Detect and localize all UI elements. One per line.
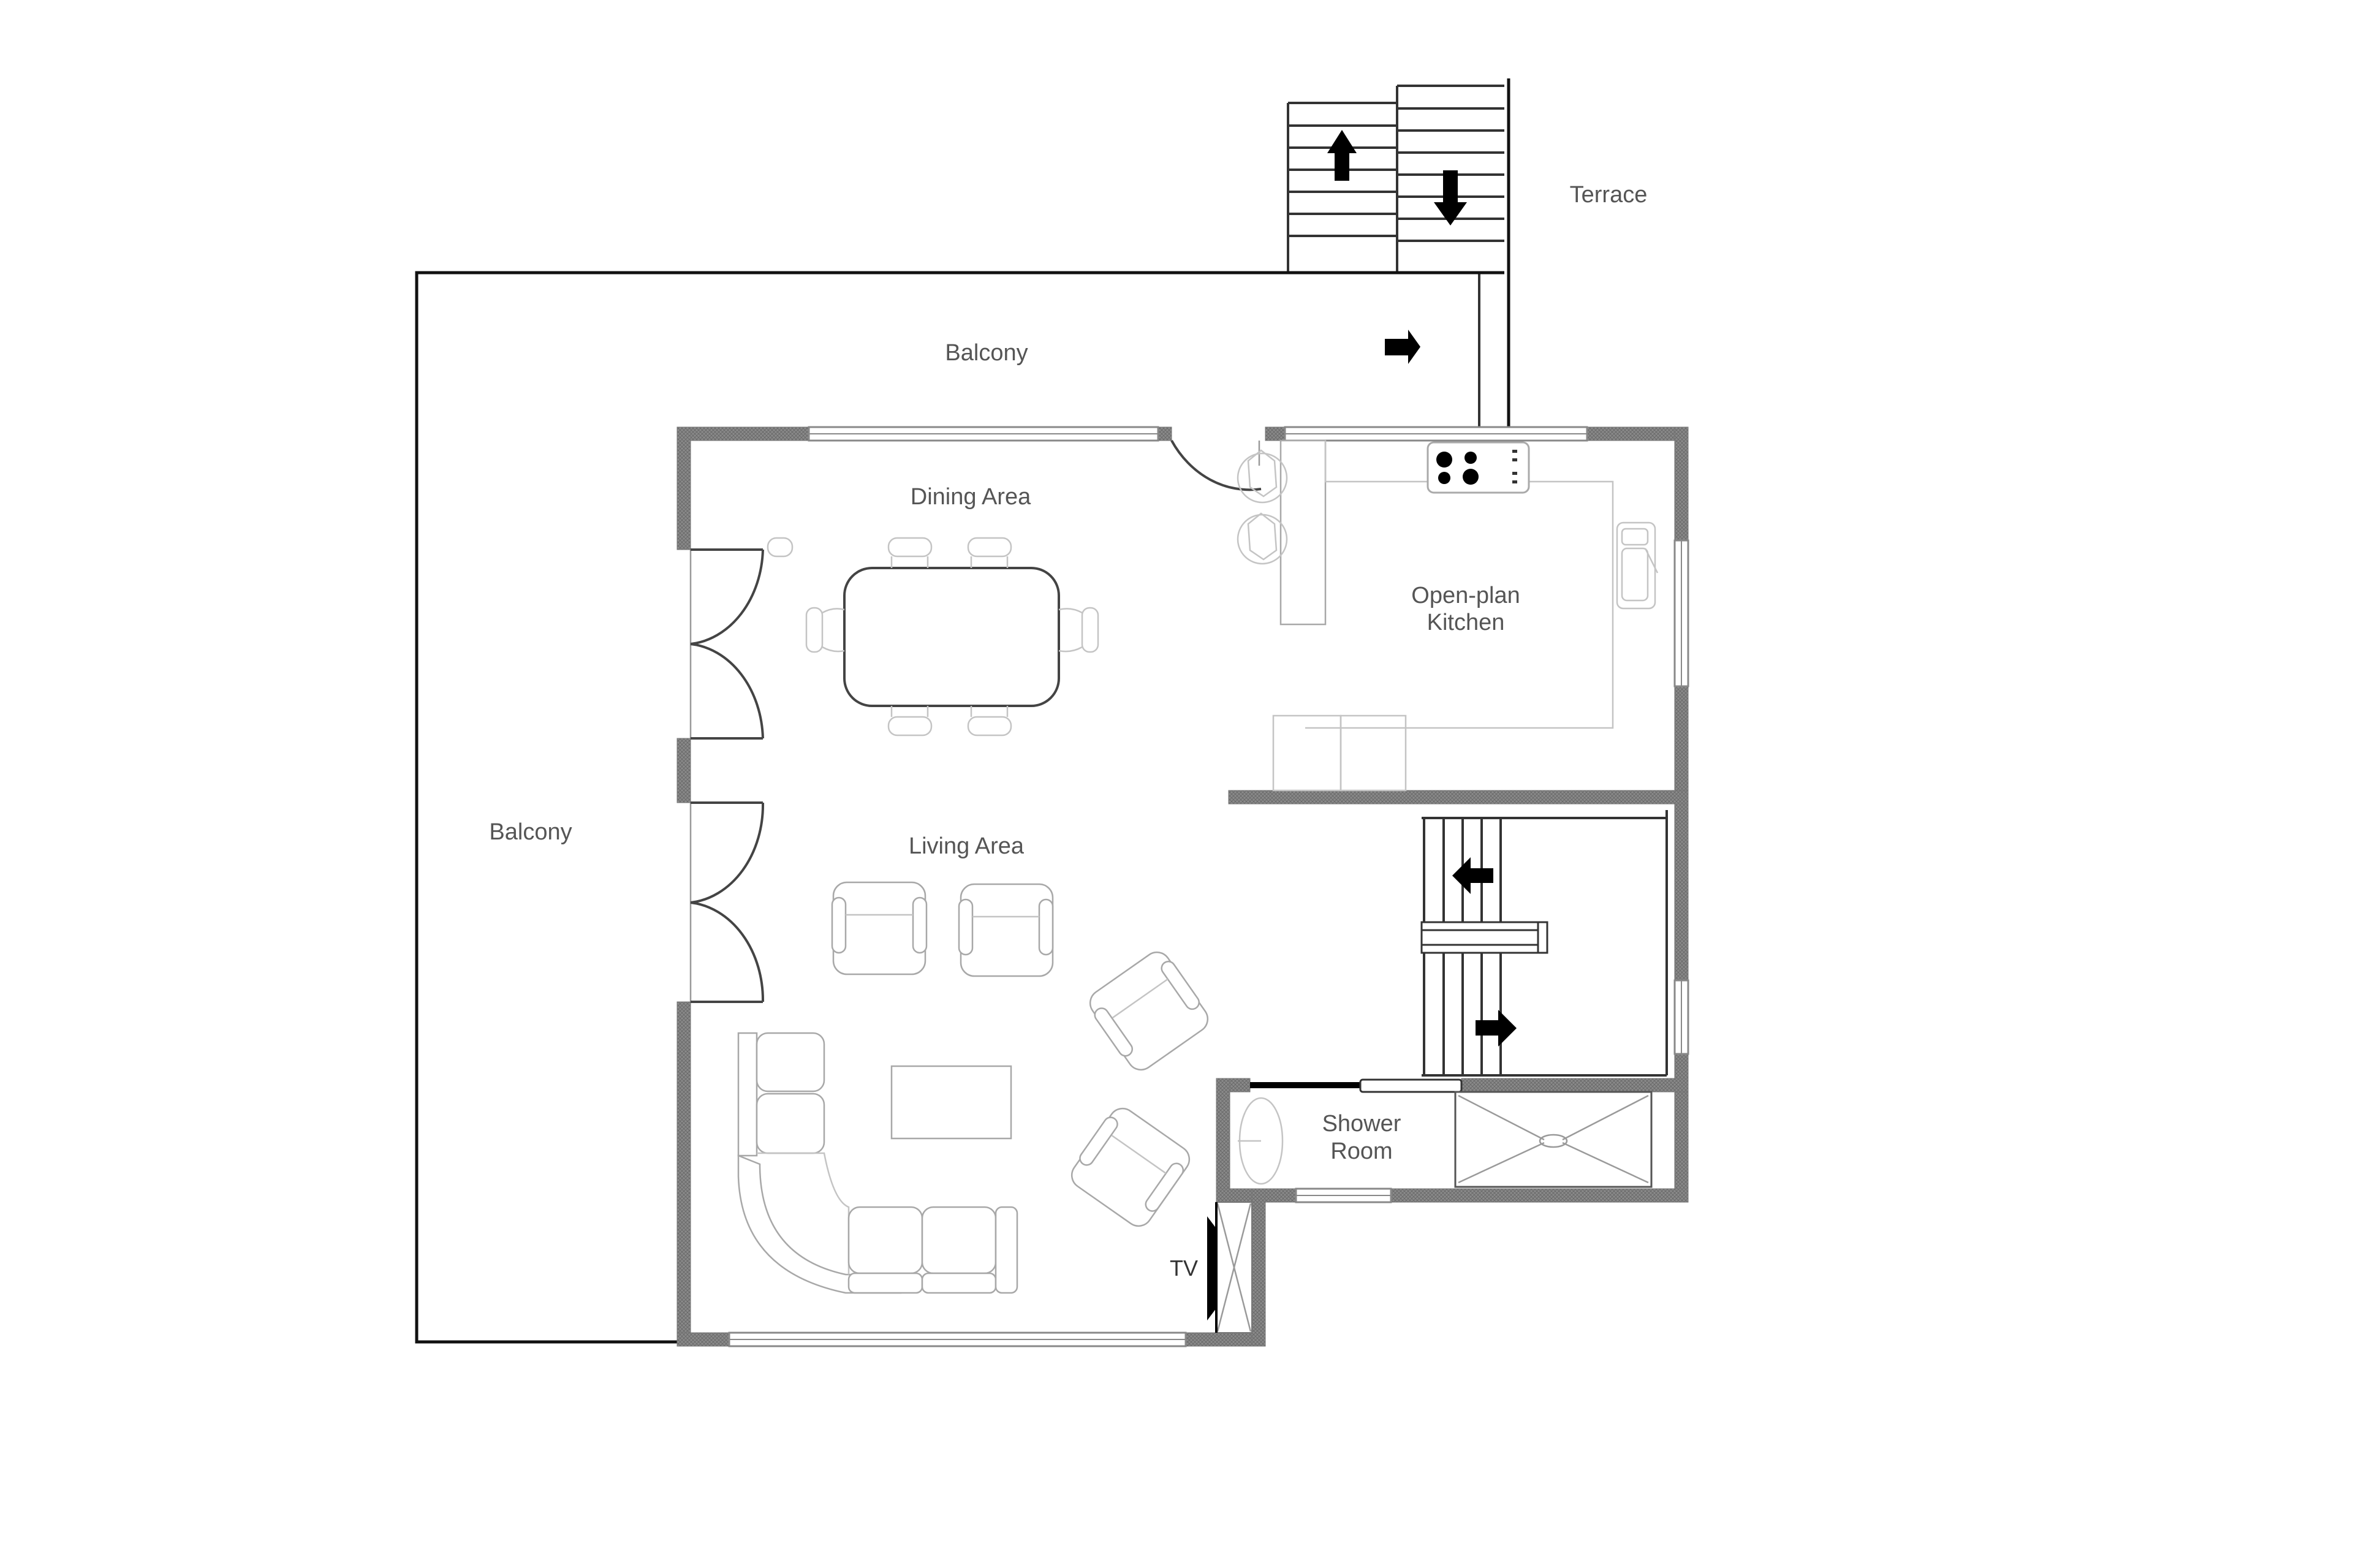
tv-label: TV [1170, 1256, 1198, 1281]
internal-staircase[interactable] [1420, 810, 1668, 1077]
armchair[interactable] [1083, 946, 1214, 1076]
french-door-dining[interactable] [689, 548, 764, 740]
dining-chair[interactable] [767, 537, 933, 568]
window-stairs-right [1673, 979, 1689, 1055]
french-door-living[interactable] [689, 801, 765, 1003]
dining-chair[interactable] [1058, 607, 1099, 653]
tv-unit[interactable] [1207, 1202, 1252, 1333]
room-label-balcony-left: Balcony [489, 819, 572, 845]
kitchen-base-units [1272, 714, 1407, 792]
cooktop[interactable] [1427, 441, 1530, 494]
room-label-shower-line1: Shower [1322, 1111, 1401, 1137]
bar-stool[interactable] [1237, 512, 1288, 565]
washbasin[interactable] [1238, 1097, 1284, 1185]
room-label-shower-line2: Room [1330, 1138, 1392, 1164]
burner-icon [1463, 469, 1479, 485]
arrow-down-icon [1434, 170, 1467, 225]
window-kitchen-top [1284, 426, 1588, 442]
arrow-right-icon [1476, 1010, 1517, 1047]
coffee-table[interactable] [890, 1065, 1012, 1140]
shower-tray[interactable] [1454, 1091, 1653, 1188]
window-dining-top [808, 426, 1159, 442]
terrace-staircase[interactable] [1287, 78, 1510, 429]
stair-flight-up [1287, 102, 1397, 273]
window-kitchen-right [1673, 539, 1689, 687]
tv-icon [1207, 1216, 1216, 1320]
kitchen-counter [1305, 441, 1614, 729]
arrow-up-icon [1327, 130, 1357, 181]
room-label-terrace: Terrace [1570, 182, 1648, 208]
bar-stool[interactable] [1237, 449, 1288, 504]
room-label-kitchen-line2: Kitchen [1427, 610, 1505, 635]
window-living-bottom [728, 1331, 1187, 1347]
armchair[interactable] [958, 883, 1054, 977]
arrow-right-icon [1385, 330, 1420, 364]
kitchen-sink[interactable] [1616, 521, 1659, 610]
dining-chair[interactable] [887, 706, 933, 737]
windows [728, 426, 1689, 1347]
corner-sofa[interactable] [737, 1032, 1018, 1294]
dining-chair[interactable] [967, 537, 1012, 568]
room-label-balcony-top: Balcony [945, 340, 1028, 366]
armchair[interactable] [1065, 1102, 1194, 1232]
room-label-living-area: Living Area [909, 833, 1025, 859]
balcony-outline [415, 271, 1504, 1344]
burner-icon [1464, 452, 1477, 464]
dining-chair[interactable] [805, 607, 845, 653]
burner-icon [1438, 472, 1450, 484]
room-label-dining-area: Dining Area [911, 484, 1031, 510]
kitchen-island[interactable] [1237, 439, 1327, 626]
door-balcony-kitchen[interactable] [1170, 440, 1262, 491]
arrow-left-icon [1452, 857, 1493, 894]
walls [676, 426, 1689, 1347]
dining-table[interactable] [843, 567, 1060, 707]
dining-chair[interactable] [967, 706, 1012, 737]
dining-chairs [767, 537, 1099, 737]
burner-icon [1436, 452, 1452, 468]
sliding-door-shower[interactable] [1250, 1078, 1463, 1093]
room-label-kitchen-line1: Open-plan [1411, 583, 1520, 608]
window-shower-bottom [1295, 1187, 1392, 1203]
armchair[interactable] [831, 881, 928, 975]
